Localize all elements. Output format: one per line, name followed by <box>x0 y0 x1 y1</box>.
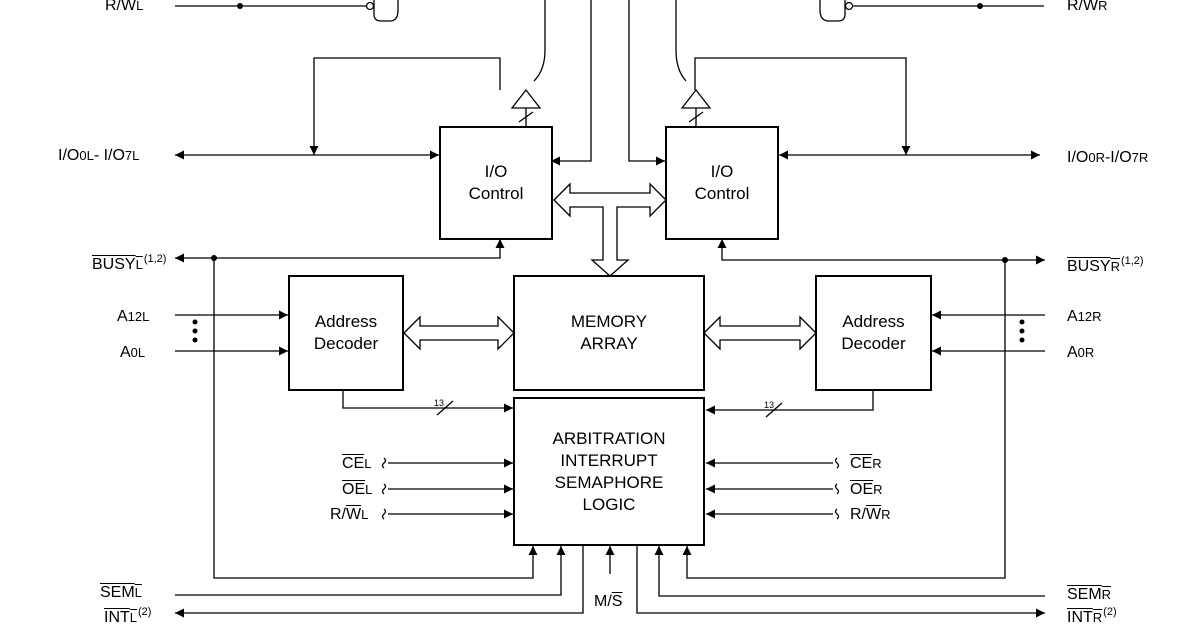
label-a12-right: A12R <box>1067 308 1102 325</box>
label-sem-left: SEML <box>100 584 142 601</box>
io-control-right: I/O Control <box>665 126 779 240</box>
left-rw-to-io <box>551 0 592 166</box>
busy-left-feedback <box>213 258 538 579</box>
label-io-left: I/O0L- I/O7L <box>58 147 140 164</box>
sem-right-line <box>654 546 1045 597</box>
right-buffer-slash <box>688 111 704 123</box>
inverter-bubble <box>844 1 854 11</box>
label-rw-right: R/WR <box>850 506 891 523</box>
label-ms: M/S <box>594 593 623 610</box>
label-sem-right: SEMR <box>1067 586 1112 603</box>
address-decoder-left: Address Decoder <box>288 275 404 391</box>
left-addr-memory-bus <box>403 315 515 351</box>
label-rw-left: R/WL <box>330 506 369 523</box>
bus-width-right: 13 <box>764 400 775 410</box>
label-busy-left: BUSYL(1,2) <box>92 253 167 273</box>
left-buffer-enable <box>533 0 546 82</box>
right-addr-memory-bus <box>703 315 817 351</box>
label-a0-right: A0R <box>1067 344 1095 361</box>
junction-dot <box>237 3 243 9</box>
inverter-bubble <box>365 1 375 11</box>
addr-right-to-arb <box>706 389 874 415</box>
io-memory-bus <box>553 182 667 277</box>
left-buffer-slash <box>518 111 534 123</box>
label-oe-left: OEL <box>342 481 373 498</box>
gate-right-top <box>819 0 846 22</box>
addr-left-to-arb <box>342 389 513 413</box>
gate-left-top <box>373 0 399 22</box>
left-buffer-triangle <box>510 88 542 109</box>
bus-width-left: 13 <box>434 398 445 408</box>
right-buffer-triangle <box>680 88 712 109</box>
arbitration-logic: ARBITRATION INTERRUPT SEMAPHORE LOGIC <box>513 397 705 546</box>
label-rw-top-left: R/WL <box>105 0 144 14</box>
junction-dot <box>977 3 983 9</box>
label-rw-top-right: R/WR <box>1067 0 1108 14</box>
io-control-left: I/O Control <box>439 126 553 240</box>
int-right-line <box>636 546 1045 618</box>
label-int-right: INTR(2) <box>1067 606 1117 626</box>
right-buffer-enable <box>675 0 687 82</box>
left-buffer-loop <box>309 57 501 155</box>
int-left-line <box>175 546 584 618</box>
label-busy-right: BUSYR(1,2) <box>1067 255 1144 275</box>
address-decoder-right: Address Decoder <box>815 275 932 391</box>
label-int-left: INTL(2) <box>104 606 152 626</box>
label-a12-left: A12L <box>117 308 150 325</box>
label-a0-left: A0L <box>120 344 146 361</box>
label-ce-left: CEL <box>342 455 372 472</box>
sem-left-line <box>175 546 566 596</box>
right-buffer-loop <box>694 57 911 155</box>
label-oe-right: OER <box>850 481 883 498</box>
right-rw-to-io <box>628 0 665 166</box>
busy-right-line <box>717 239 1045 265</box>
busy-right-feedback <box>682 260 1006 579</box>
busy-left-line <box>175 239 505 263</box>
label-io-right: I/O0R-I/O7R <box>1067 149 1149 166</box>
memory-array: MEMORY ARRAY <box>513 275 705 391</box>
label-ce-right: CER <box>850 455 882 472</box>
